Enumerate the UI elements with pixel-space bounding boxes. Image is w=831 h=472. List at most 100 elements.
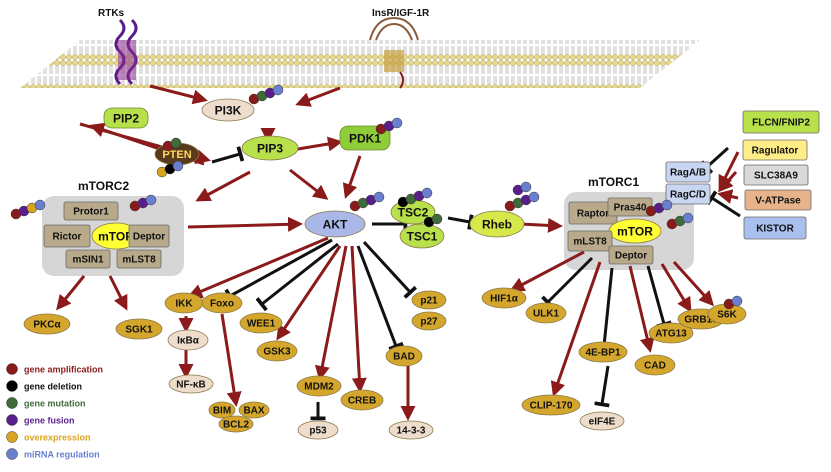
legend-swatch — [6, 448, 18, 460]
inhibition-edge — [706, 190, 741, 218]
node-raga: RagA/B — [665, 161, 711, 183]
node-label-bad: BAD — [393, 352, 415, 363]
activation-arrow — [718, 171, 738, 193]
activation-arrow — [187, 236, 329, 299]
alteration-dot — [731, 295, 743, 307]
rtks-label: RTKs — [98, 8, 125, 19]
alteration-dot — [34, 199, 46, 211]
node-wee1: WEE1 — [239, 312, 283, 334]
node-label-ragulator: Ragulator — [752, 146, 799, 157]
node-hif1a: HIF1α — [481, 287, 527, 309]
node-label-p21: p21 — [420, 296, 438, 307]
node-cad: CAD — [634, 354, 676, 376]
inhibition-edge — [356, 245, 404, 351]
inhibition-edge — [362, 240, 418, 299]
node-mlst8: mLST8 — [567, 230, 613, 252]
node-label-pkca: PKCα — [33, 320, 61, 331]
node-rictor: Rictor — [43, 224, 91, 248]
activation-arrow — [295, 86, 341, 107]
node-label-pdk1: PDK1 — [349, 131, 381, 145]
node-label-flcn: FLCN/FNIP2 — [752, 118, 810, 129]
alteration-dot — [661, 199, 673, 211]
node-pi3k: PI3K — [201, 98, 255, 122]
activation-arrow — [672, 260, 715, 307]
node-label-pten: PTEN — [162, 149, 191, 161]
node-deptor: Deptor — [608, 245, 654, 265]
node-label-bax: BAX — [243, 406, 264, 417]
node-label-protor1: Protor1 — [73, 207, 109, 218]
rtk-receptor-icon — [114, 18, 138, 86]
node-slc: SLC38A9 — [743, 164, 809, 186]
node-label-eb1: 4E-BP1 — [585, 348, 620, 359]
activation-arrow — [718, 151, 740, 191]
inhibition-edge — [255, 242, 339, 312]
inhibition-edge — [211, 146, 245, 164]
node-label-tsc2: TSC2 — [398, 205, 429, 219]
node-label-raptor: Raptor — [577, 209, 609, 220]
node-label-mtor: mTOR — [98, 229, 134, 243]
node-label-bim: BIM — [213, 406, 231, 417]
node-mdm2: MDM2 — [296, 375, 342, 397]
cell-membrane — [20, 40, 700, 88]
node-protor1: Protor1 — [63, 201, 119, 221]
node-label-gsk3: GSK3 — [263, 347, 291, 358]
node-label-pras40: Pras40 — [614, 203, 647, 214]
activation-arrow — [108, 275, 128, 311]
activation-arrow — [342, 155, 362, 199]
legend-swatch — [6, 363, 18, 375]
node-label-slc: SLC38A9 — [754, 171, 798, 182]
node-label-akt: AKT — [323, 217, 348, 231]
alteration-dot — [520, 181, 532, 193]
node-label-deptor: Deptor — [615, 251, 647, 262]
node-foxo: Foxo — [201, 292, 243, 314]
activation-arrow — [717, 189, 739, 204]
node-mtor: mTOR — [91, 222, 141, 250]
node-label-rictor: Rictor — [53, 232, 82, 243]
alteration-dot — [421, 187, 433, 199]
node-label-atg13: ATG13 — [655, 329, 687, 340]
node-ragc: RagC/D — [665, 183, 711, 205]
inhibition-edge — [447, 214, 474, 230]
node-mlst8: mLST8 — [116, 249, 162, 269]
activation-arrow — [509, 250, 585, 292]
node-pras40: Pras40 — [607, 197, 653, 217]
inhibition-edge — [594, 365, 610, 408]
alteration-dot — [272, 84, 284, 96]
node-label-mlst8: mLST8 — [122, 255, 156, 266]
node-label-creb: CREB — [348, 396, 376, 407]
node-label-clip170: CLIP-170 — [530, 401, 573, 412]
activation-arrow — [660, 263, 692, 313]
node-label-raga: RagA/B — [670, 168, 706, 179]
node-label-cad: CAD — [644, 361, 666, 372]
node-deptor: Deptor — [128, 224, 170, 248]
legend-swatch — [6, 431, 18, 443]
activation-arrow — [291, 136, 343, 152]
node-label-p1433: 14-3-3 — [397, 426, 426, 437]
node-msin1: mSIN1 — [65, 249, 111, 269]
legend-swatch — [6, 397, 18, 409]
node-label-grb10: GRB10 — [684, 315, 718, 326]
legend-label: miRNA regulation — [24, 450, 100, 460]
node-label-msin1: mSIN1 — [72, 255, 104, 266]
activation-arrow — [350, 245, 367, 393]
legend-label: gene fusion — [24, 416, 75, 426]
legend-swatch — [6, 380, 18, 392]
node-label-mdm2: MDM2 — [304, 382, 334, 393]
alteration-dot — [391, 117, 403, 129]
alteration-markers — [10, 84, 743, 310]
alteration-dot — [682, 212, 694, 224]
node-bim: BIM — [208, 401, 236, 419]
node-label-eif4e: eIF4E — [589, 417, 616, 428]
node-label-rheb: Rheb — [482, 217, 512, 231]
node-flcn: FLCN/FNIP2 — [742, 110, 820, 134]
alteration-dot — [373, 191, 385, 203]
node-rheb: Rheb — [469, 210, 525, 238]
node-label-pip2: PIP2 — [113, 111, 139, 125]
node-label-ikba: IκBα — [177, 336, 200, 347]
node-eb1: 4E-BP1 — [578, 341, 628, 363]
pathway-nodes: PI3KPIP2PIP3PTENPDK1AKTTSC2TSC1RhebProto… — [23, 98, 820, 440]
node-atg13: ATG13 — [648, 322, 694, 344]
